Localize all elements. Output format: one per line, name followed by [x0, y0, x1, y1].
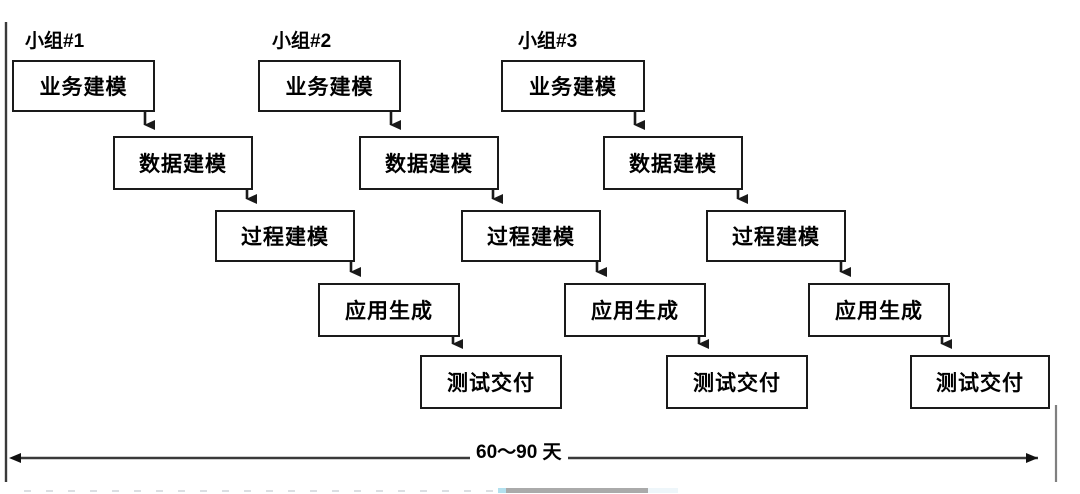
group-header-3: 小组#3 — [518, 31, 578, 52]
process-node-g2-s4[interactable]: 应用生成 — [564, 283, 706, 337]
process-node-g1-s3[interactable]: 过程建模 — [215, 210, 355, 262]
process-node-g1-s1[interactable]: 业务建模 — [12, 60, 155, 112]
process-node-g2-s2[interactable]: 数据建模 — [359, 136, 499, 190]
process-node-g3-s3[interactable]: 过程建模 — [706, 210, 846, 262]
process-node-g3-s5[interactable]: 测试交付 — [910, 355, 1050, 409]
group-header-2: 小组#2 — [272, 31, 332, 52]
group-header-1: 小组#1 — [25, 31, 85, 52]
process-node-g1-s5[interactable]: 测试交付 — [420, 355, 562, 409]
page-bottom-clipped-text — [0, 488, 1080, 494]
clipped-text-dots — [24, 490, 494, 492]
process-node-g2-s3[interactable]: 过程建模 — [461, 210, 601, 262]
process-node-g3-s2[interactable]: 数据建模 — [603, 136, 743, 190]
process-node-g1-s2[interactable]: 数据建模 — [113, 136, 253, 190]
process-node-g3-s4[interactable]: 应用生成 — [808, 283, 950, 337]
timeline-duration-label: 60～90 天 — [470, 437, 568, 464]
clipped-text-highlight — [498, 488, 678, 493]
process-node-g2-s5[interactable]: 测试交付 — [666, 355, 808, 409]
process-node-g3-s1[interactable]: 业务建模 — [501, 60, 645, 112]
process-node-g2-s1[interactable]: 业务建模 — [258, 60, 401, 112]
process-node-g1-s4[interactable]: 应用生成 — [318, 283, 460, 337]
